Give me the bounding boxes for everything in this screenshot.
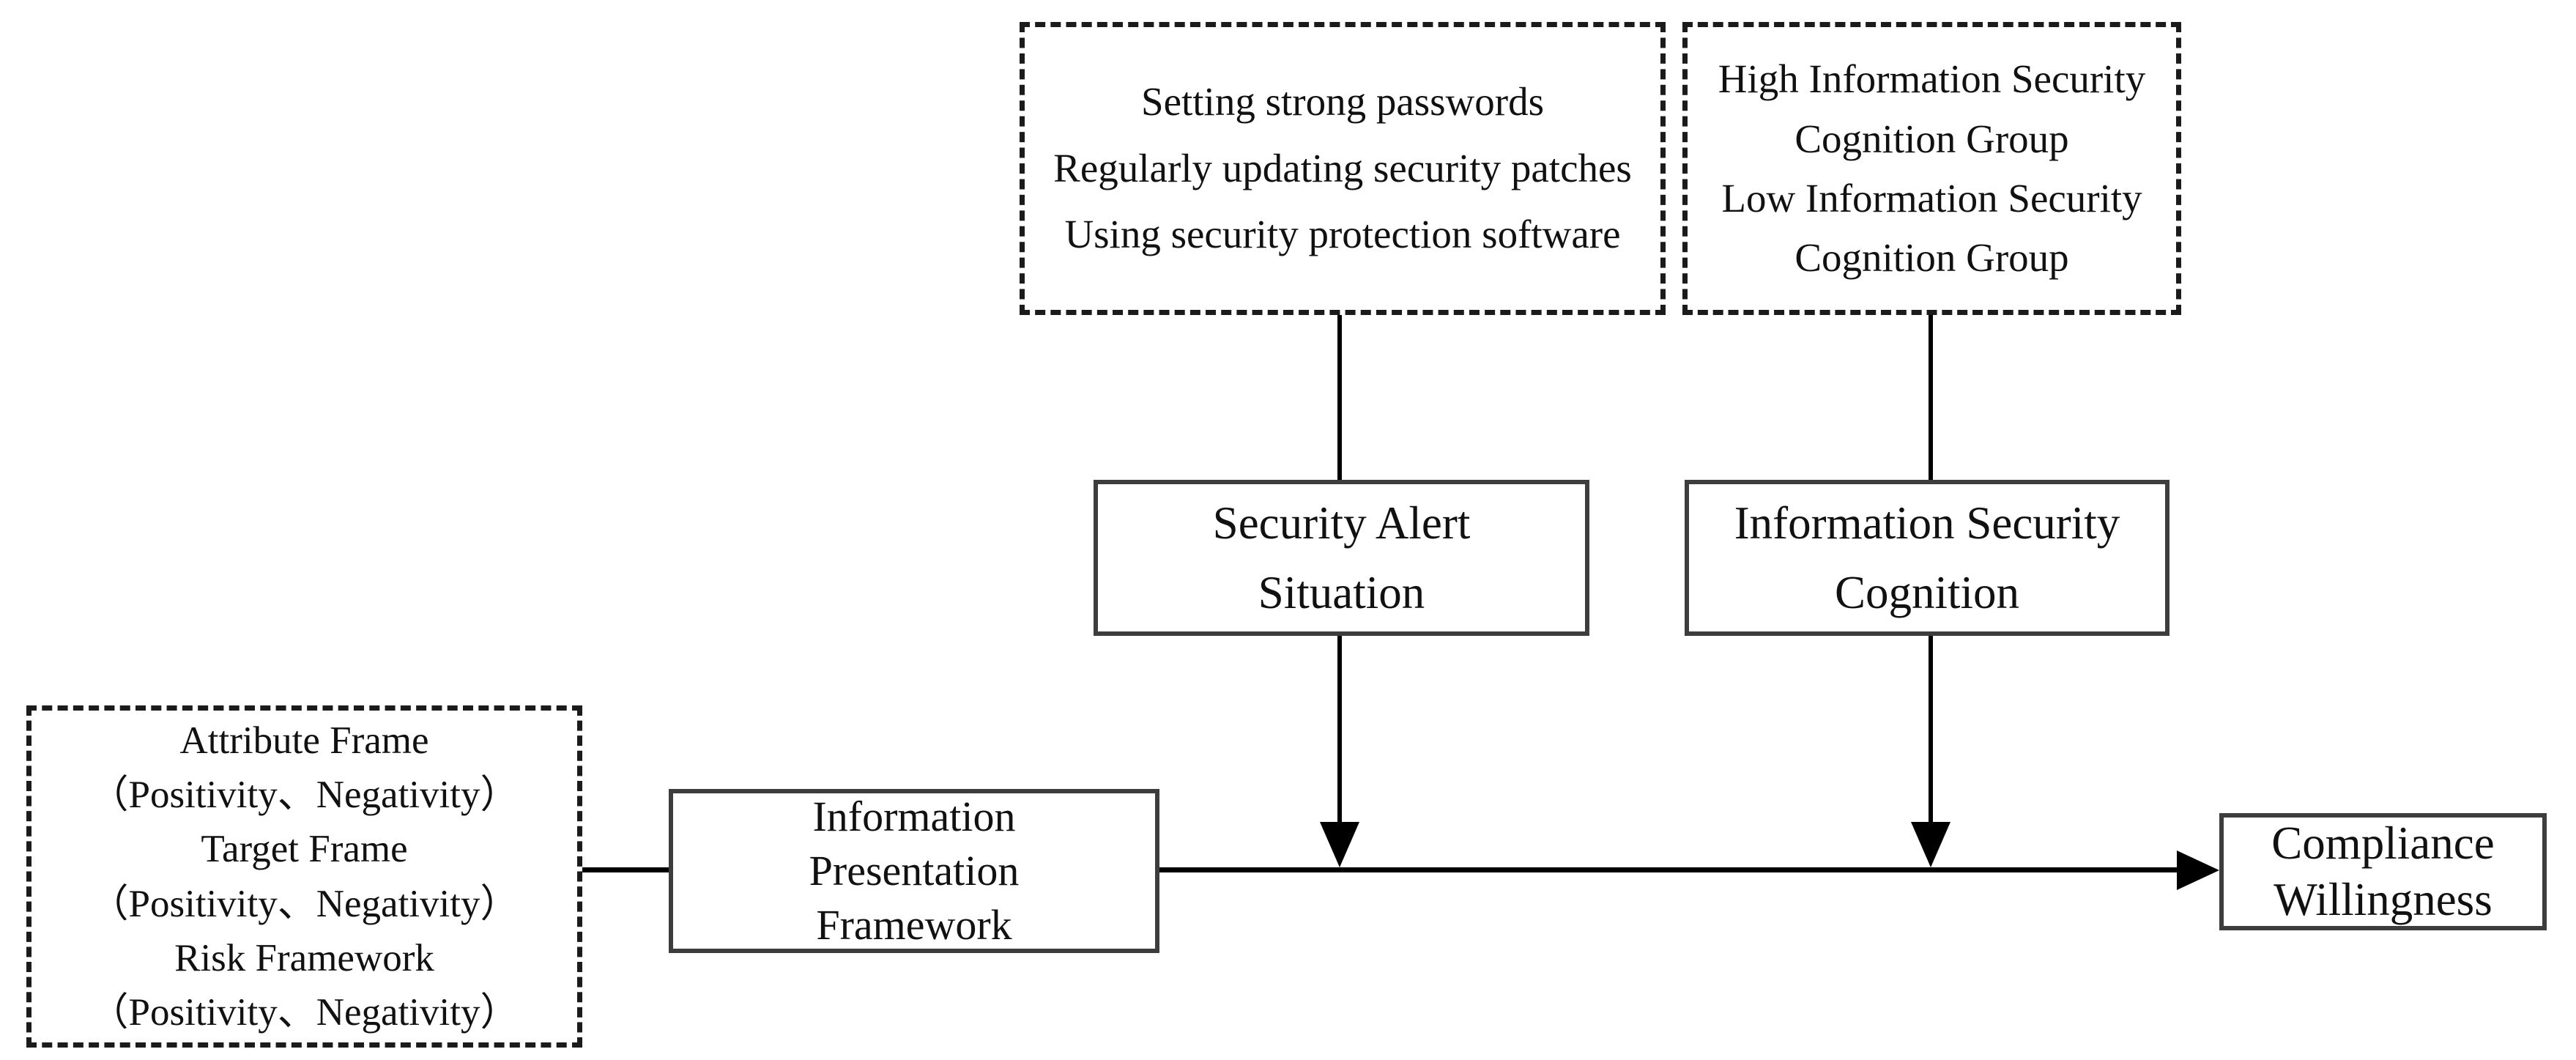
- example-line: Setting strong passwords: [1141, 78, 1544, 124]
- compliance-willingness-box: Compliance Willingness: [2219, 813, 2547, 930]
- moderator-label-line: Situation: [1258, 566, 1425, 618]
- framing-line: Risk Framework: [174, 936, 434, 979]
- iv-label-line: Presentation: [809, 846, 1020, 894]
- framing-line: Target Frame: [201, 828, 408, 871]
- arrowhead-security-alert-icon: [1320, 822, 1359, 867]
- group-line: Cognition Group: [1794, 235, 2069, 281]
- iv-label-line: Information: [812, 792, 1016, 840]
- main-causal-line: [1159, 867, 2178, 872]
- framing-line: （Positivity、Negativity）: [89, 990, 519, 1034]
- moderator-label-line: Cognition: [1834, 566, 2020, 618]
- connector-examples-to-security-alert: [1337, 315, 1342, 480]
- arrow-cognition-to-main-line: [1929, 636, 1933, 825]
- group-line: Low Information Security: [1721, 176, 2142, 220]
- dv-label-line: Compliance: [2271, 818, 2495, 870]
- arrowhead-cognition-icon: [1911, 822, 1950, 867]
- arrow-security-alert-to-main-line: [1337, 636, 1342, 825]
- framing-line: Attribute Frame: [179, 719, 429, 762]
- framing-line: （Positivity、Negativity）: [89, 774, 519, 817]
- framing-line: （Positivity、Negativity）: [89, 882, 519, 925]
- connector-groups-to-cognition: [1929, 315, 1933, 480]
- connector-framing-to-ipf: [582, 867, 669, 872]
- dv-label-line: Willingness: [2274, 874, 2493, 925]
- group-line: High Information Security: [1718, 56, 2146, 102]
- security-alert-examples-box: Setting strong passwords Regularly updat…: [1020, 22, 1666, 315]
- moderator-label-line: Security Alert: [1212, 497, 1471, 549]
- information-security-cognition-box: Information Security Cognition: [1685, 480, 2169, 636]
- arrowhead-to-compliance-willingness-icon: [2177, 850, 2219, 890]
- example-line: Using security protection software: [1064, 212, 1621, 257]
- moderator-label-line: Information Security: [1734, 497, 2120, 549]
- iv-label-line: Framework: [816, 901, 1012, 949]
- cognition-groups-box: High Information Security Cognition Grou…: [1682, 22, 2181, 315]
- group-line: Cognition Group: [1794, 116, 2069, 161]
- example-line: Regularly updating security patches: [1053, 145, 1632, 190]
- security-alert-situation-box: Security Alert Situation: [1094, 480, 1589, 636]
- information-presentation-framework-box: Information Presentation Framework: [669, 789, 1159, 953]
- framing-conditions-box: Attribute Frame （Positivity、Negativity） …: [26, 705, 582, 1048]
